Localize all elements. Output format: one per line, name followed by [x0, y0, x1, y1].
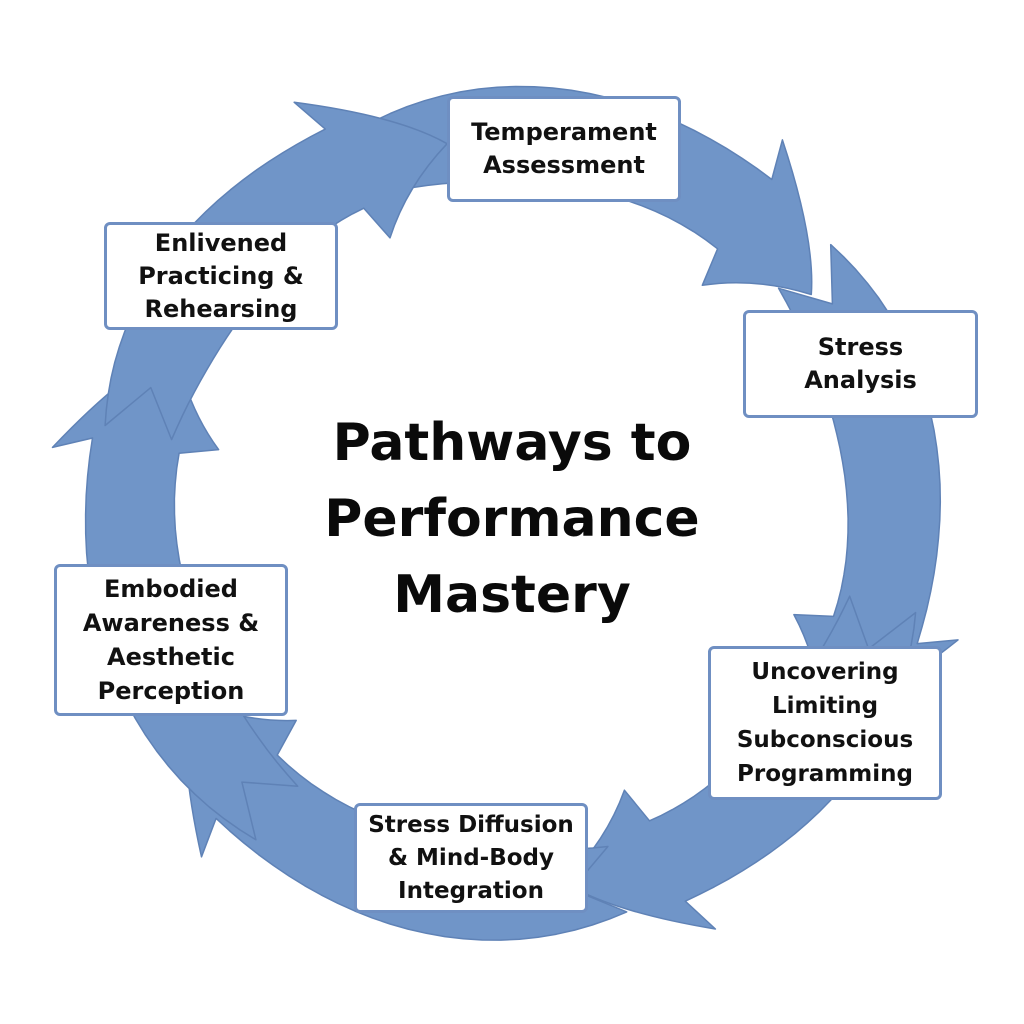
step-temperament-assessment: Temperament Assessment	[447, 96, 681, 202]
step-enlivened-practicing-rehearsing: Enlivened Practicing & Rehearsing	[104, 222, 338, 330]
step-stress-analysis: Stress Analysis	[743, 310, 978, 418]
diagram-title: Pathways to Performance Mastery	[324, 413, 700, 625]
step-uncovering-limiting-subconscious-programming: Uncovering Limiting Subconscious Program…	[708, 646, 942, 800]
step-embodied-awareness-aesthetic-perception: Embodied Awareness & Aesthetic Perceptio…	[54, 564, 288, 716]
step-stress-diffusion-mind-body-integration: Stress Diffusion & Mind-Body Integration	[354, 803, 588, 913]
